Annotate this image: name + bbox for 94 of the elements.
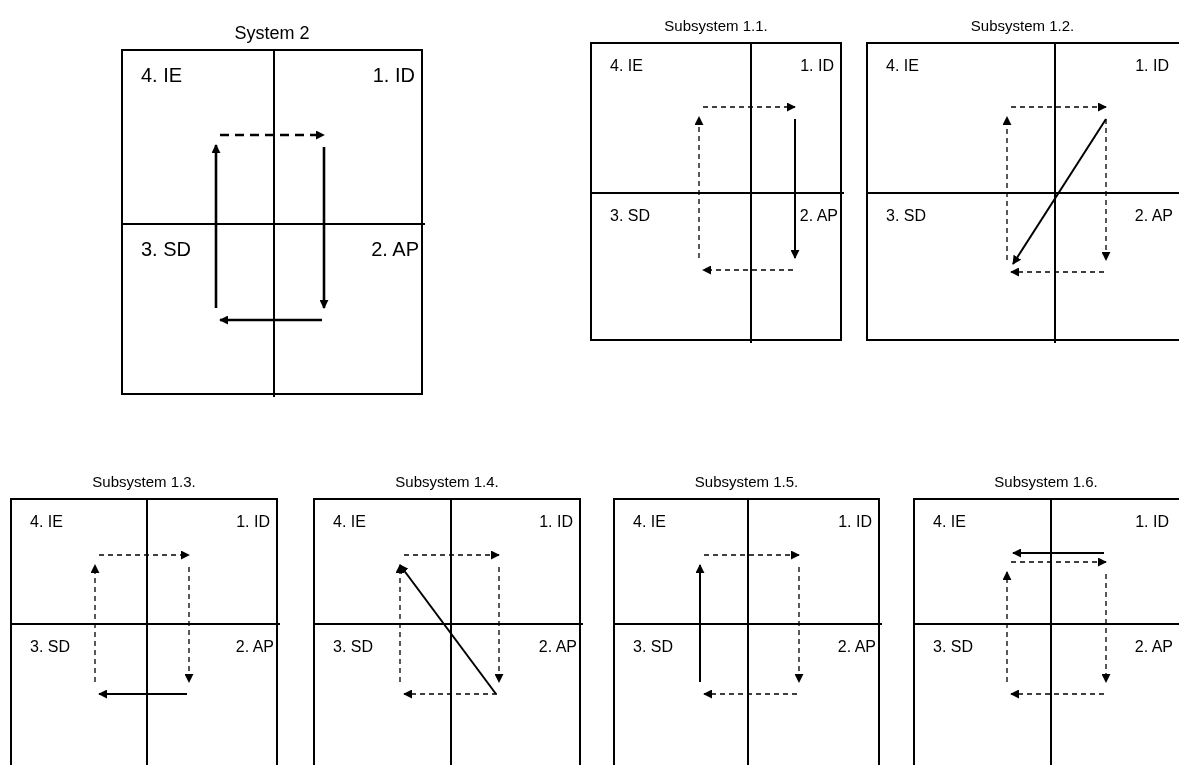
quadrant-label: 3. SD bbox=[886, 206, 926, 226]
quadrant-label: 4. IE bbox=[933, 512, 966, 532]
quadrant-label: 4. IE bbox=[333, 512, 366, 532]
arrow bbox=[695, 564, 705, 683]
panel-title: Subsystem 1.3. bbox=[92, 471, 196, 492]
dashed-arrow bbox=[1002, 571, 1012, 683]
quadrant-label: 1. ID bbox=[372, 63, 415, 88]
quadrant bbox=[1055, 44, 1179, 193]
panel-title: Subsystem 1.1. bbox=[664, 15, 768, 36]
quadrant-label: 3. SD bbox=[633, 637, 673, 657]
quadrant-label: 2. AP bbox=[538, 637, 577, 657]
quadrant-label: 1. ID bbox=[1135, 56, 1169, 76]
dashed-arrow bbox=[90, 564, 100, 683]
dashed-arrow bbox=[403, 550, 500, 560]
quadrant bbox=[915, 500, 1051, 624]
quadrant-label: 3. SD bbox=[30, 637, 70, 657]
arrow bbox=[219, 315, 322, 325]
quadrant bbox=[868, 44, 1055, 193]
dashed-arrow bbox=[702, 102, 796, 112]
quadrant-label: 4. IE bbox=[886, 56, 919, 76]
arrow bbox=[319, 147, 329, 309]
quadrant bbox=[451, 500, 583, 624]
quadrant bbox=[12, 624, 147, 765]
quadrant-label: 2. AP bbox=[1134, 206, 1173, 226]
dashed-arrow bbox=[1010, 557, 1107, 567]
dashed-arrow bbox=[403, 689, 498, 699]
dashed-arrow bbox=[1101, 573, 1111, 683]
quadrant bbox=[1051, 500, 1179, 624]
quadrant-label: 4. IE bbox=[633, 512, 666, 532]
quadrant bbox=[751, 44, 844, 193]
quadrant bbox=[748, 500, 882, 624]
dashed-arrow bbox=[220, 130, 325, 140]
quadrant-label: 3. SD bbox=[333, 637, 373, 657]
quadrant bbox=[592, 193, 751, 343]
quadrant bbox=[915, 624, 1051, 765]
quadrant bbox=[274, 224, 425, 397]
quadrant bbox=[315, 500, 451, 624]
arrow bbox=[1012, 118, 1107, 265]
arrow bbox=[790, 118, 800, 259]
quadrant bbox=[1051, 624, 1179, 765]
quadrant bbox=[1055, 193, 1179, 343]
quadrant bbox=[615, 500, 748, 624]
quadrant-label: 1. ID bbox=[1135, 512, 1169, 532]
panel-title: Subsystem 1.2. bbox=[970, 15, 1075, 36]
quadrant-label: 2. AP bbox=[837, 637, 876, 657]
quadrant bbox=[12, 500, 147, 624]
quadrant-label: 1. ID bbox=[800, 56, 834, 76]
dashed-arrow bbox=[1101, 118, 1111, 261]
quadrant-label: 4. IE bbox=[30, 512, 63, 532]
dashed-arrow bbox=[1010, 689, 1105, 699]
quadrant bbox=[147, 500, 280, 624]
quadrant bbox=[748, 624, 882, 765]
dashed-arrow bbox=[494, 566, 504, 683]
quadrant-label: 3. SD bbox=[610, 206, 650, 226]
quadrant bbox=[123, 224, 274, 397]
arrow bbox=[399, 564, 497, 695]
quadrant-label: 1. ID bbox=[539, 512, 573, 532]
quadrant bbox=[615, 624, 748, 765]
dashed-arrow bbox=[794, 566, 804, 683]
quadrant bbox=[592, 44, 751, 193]
dashed-arrow bbox=[703, 689, 798, 699]
quadrant bbox=[868, 193, 1055, 343]
panel-title: Subsystem 1.5. bbox=[694, 471, 799, 492]
quadrant bbox=[315, 624, 451, 765]
panel-title: Subsystem 1.6. bbox=[994, 471, 1098, 492]
quadrant-label: 3. SD bbox=[933, 637, 973, 657]
arrow bbox=[1012, 548, 1105, 558]
quadrant-label: 4. IE bbox=[610, 56, 643, 76]
dashed-arrow bbox=[395, 564, 405, 683]
quadrant bbox=[123, 51, 274, 224]
quadrant-label: 2. AP bbox=[235, 637, 274, 657]
dashed-arrow bbox=[98, 550, 190, 560]
quadrant-label: 4. IE bbox=[141, 63, 183, 88]
dashed-arrow bbox=[694, 116, 704, 259]
dashed-arrow bbox=[1002, 116, 1012, 261]
panel-title: Subsystem 1.4. bbox=[395, 471, 499, 492]
quadrant-label: 2. AP bbox=[799, 206, 838, 226]
arrow bbox=[211, 144, 221, 308]
dashed-arrow bbox=[184, 566, 194, 683]
quadrant-label: 1. ID bbox=[236, 512, 270, 532]
quadrant-label: 2. AP bbox=[1134, 637, 1173, 657]
dashed-arrow bbox=[702, 265, 794, 275]
quadrant bbox=[451, 624, 583, 765]
quadrant-label: 1. ID bbox=[838, 512, 872, 532]
dashed-arrow bbox=[1010, 267, 1105, 277]
quadrant bbox=[751, 193, 844, 343]
panel-title: System 2 bbox=[234, 21, 310, 45]
quadrant bbox=[274, 51, 425, 224]
quadrant bbox=[147, 624, 280, 765]
quadrant-label: 2. AP bbox=[371, 237, 419, 262]
arrow bbox=[98, 689, 188, 699]
dashed-arrow bbox=[1010, 102, 1107, 112]
dashed-arrow bbox=[703, 550, 800, 560]
quadrant-label: 3. SD bbox=[141, 237, 192, 262]
